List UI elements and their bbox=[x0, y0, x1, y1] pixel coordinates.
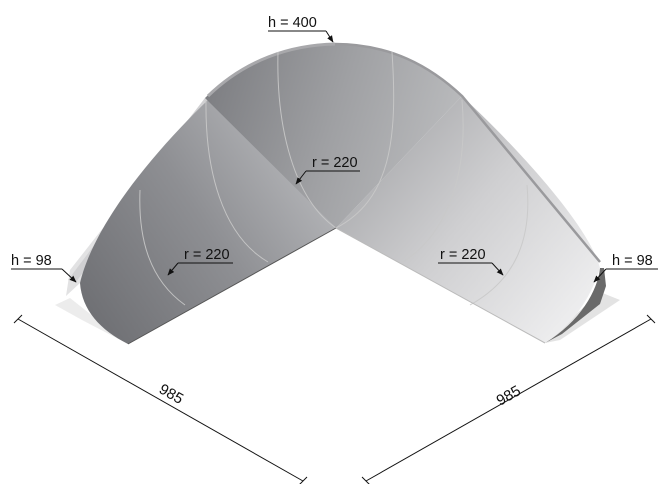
inner-edge-left bbox=[127, 227, 337, 345]
seam-4 bbox=[335, 51, 395, 229]
crest-edge-left bbox=[206, 42, 336, 98]
surface-left-wing bbox=[80, 98, 336, 344]
radius-right-callout: r = 220 bbox=[438, 247, 504, 276]
radius-center-label: r = 220 bbox=[312, 155, 358, 171]
seam-1 bbox=[139, 189, 186, 306]
seam-2 bbox=[205, 99, 269, 263]
dimension-left-label: 985 bbox=[156, 381, 186, 408]
height-center-label: h = 400 bbox=[268, 15, 317, 31]
seam-3 bbox=[277, 51, 337, 229]
height-left-callout: h = 98 bbox=[11, 253, 77, 283]
height-right-label: h = 98 bbox=[612, 253, 653, 269]
dimension-right: 985 bbox=[361, 314, 656, 484]
radius-center-callout: r = 220 bbox=[295, 155, 360, 185]
seam-5 bbox=[402, 99, 464, 263]
inner-edge-right bbox=[335, 227, 546, 344]
height-right-callout: h = 98 bbox=[593, 253, 658, 283]
radius-left-label: r = 220 bbox=[184, 247, 230, 263]
radius-left-callout: r = 220 bbox=[167, 247, 233, 276]
seam-6 bbox=[469, 184, 529, 306]
crest-edge-right bbox=[334, 42, 601, 263]
dimension-left: 985 bbox=[13, 314, 308, 484]
height-left-label: h = 98 bbox=[11, 253, 52, 269]
radius-right-label: r = 220 bbox=[440, 247, 486, 263]
surface-crown bbox=[205, 43, 462, 228]
surface-right-wing bbox=[336, 96, 600, 343]
height-center-callout: h = 400 bbox=[268, 15, 334, 43]
